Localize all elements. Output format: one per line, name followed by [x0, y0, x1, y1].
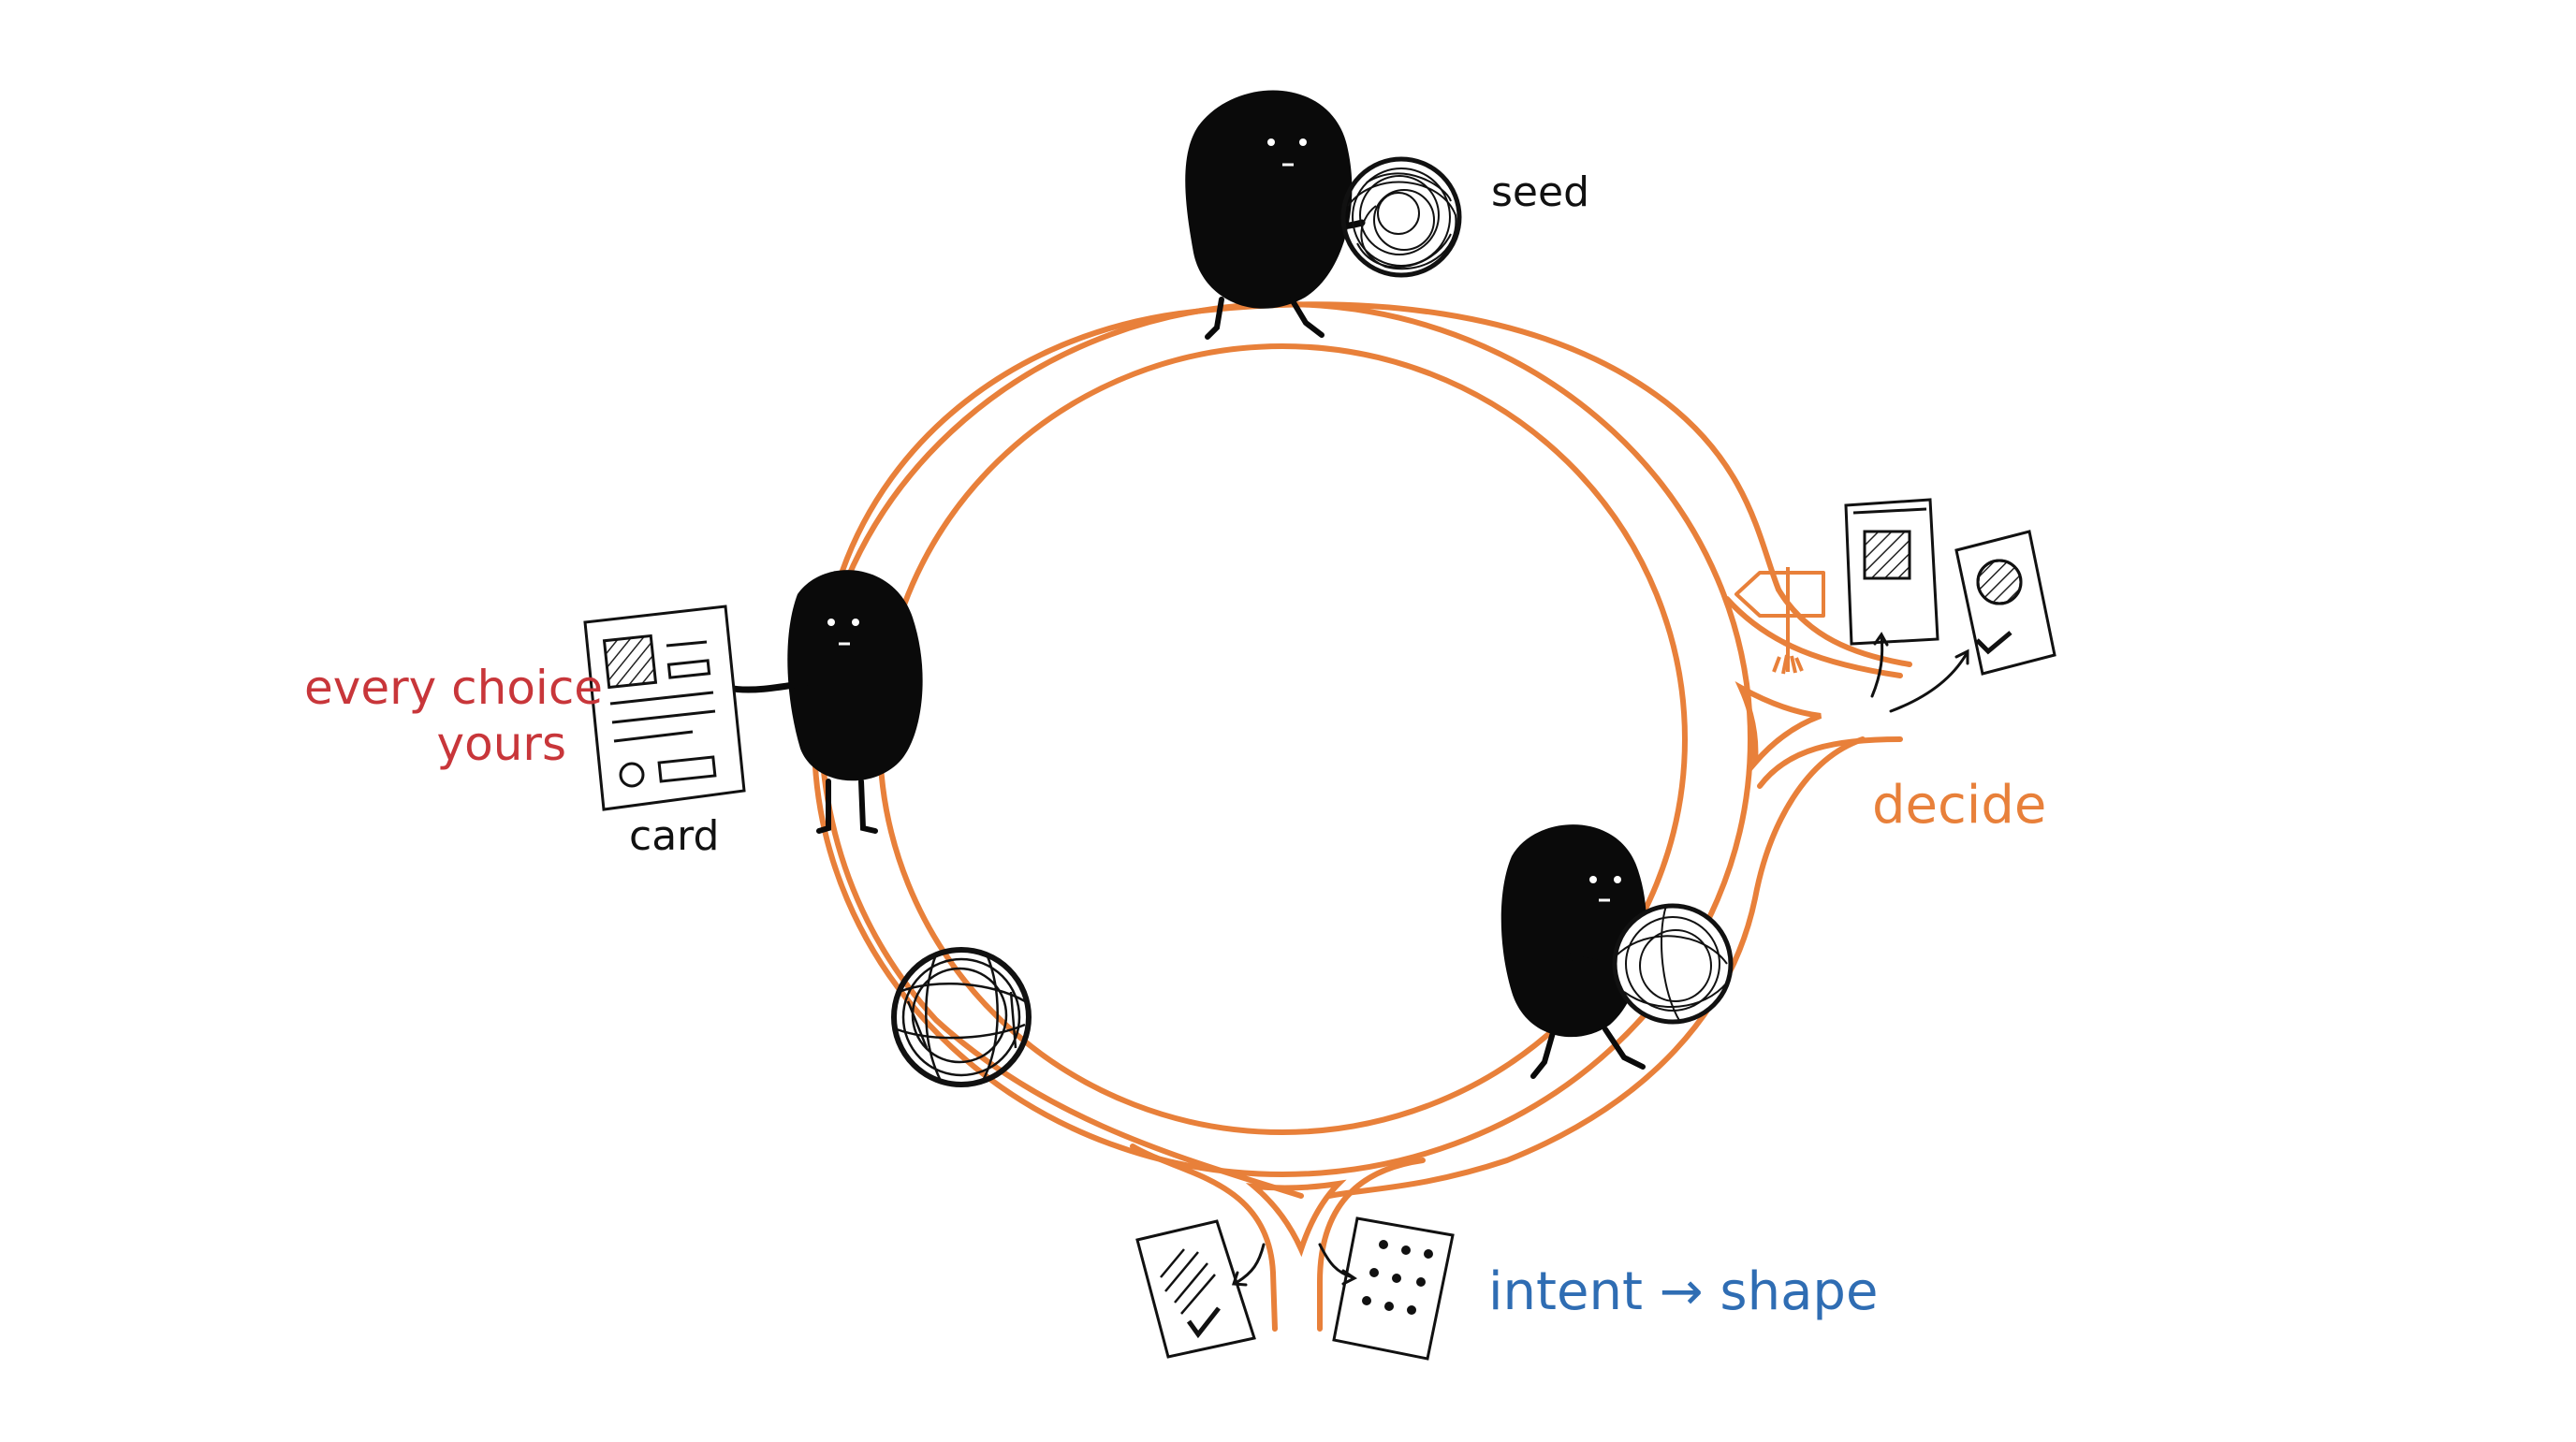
label-decide: decide: [1872, 775, 2047, 836]
bottom-junction-triangle: [1245, 1179, 1347, 1258]
label-every-choice-line2: yours: [436, 717, 566, 771]
loop-outer-left-arc: [817, 301, 1781, 1199]
loop-outer-right-lower: [1326, 736, 1866, 1199]
scribble-ball-icon: [891, 947, 1032, 1087]
label-seed: seed: [1491, 168, 1589, 216]
dotted-card-icon: [1332, 1216, 1455, 1361]
decide-arrows: [1870, 632, 1969, 713]
scribble-ball-icon: [1612, 903, 1734, 1025]
hatched-card-icon: [1135, 1219, 1256, 1359]
picture-card-icon: [1954, 530, 2056, 676]
loop-right-stem-bottom: [1757, 736, 1903, 789]
checkmark-icon: [1975, 631, 2012, 655]
loop-bottom-stem-right: [1317, 1158, 1426, 1332]
signpost-icon: [1734, 567, 1825, 675]
loop-track: [812, 301, 1912, 1332]
checkmark-icon: [1186, 1306, 1221, 1339]
creature-icon: [1500, 824, 1651, 1079]
right-junction-triangle: [1734, 680, 1822, 771]
bottom-arrows: [1231, 1243, 1357, 1287]
picture-card-icon: [1844, 498, 1939, 646]
label-intent-shape: intent → shape: [1488, 1261, 1879, 1322]
label-every-choice-line1: every choice: [304, 661, 604, 715]
loop-outer-ring: [812, 301, 1753, 1177]
card-document-icon: [583, 604, 746, 811]
label-card: card: [629, 812, 720, 860]
creature-icon: [1185, 90, 1366, 340]
loop-right-stem-top: [1724, 596, 1903, 678]
scribble-ball-icon: [1340, 156, 1462, 278]
